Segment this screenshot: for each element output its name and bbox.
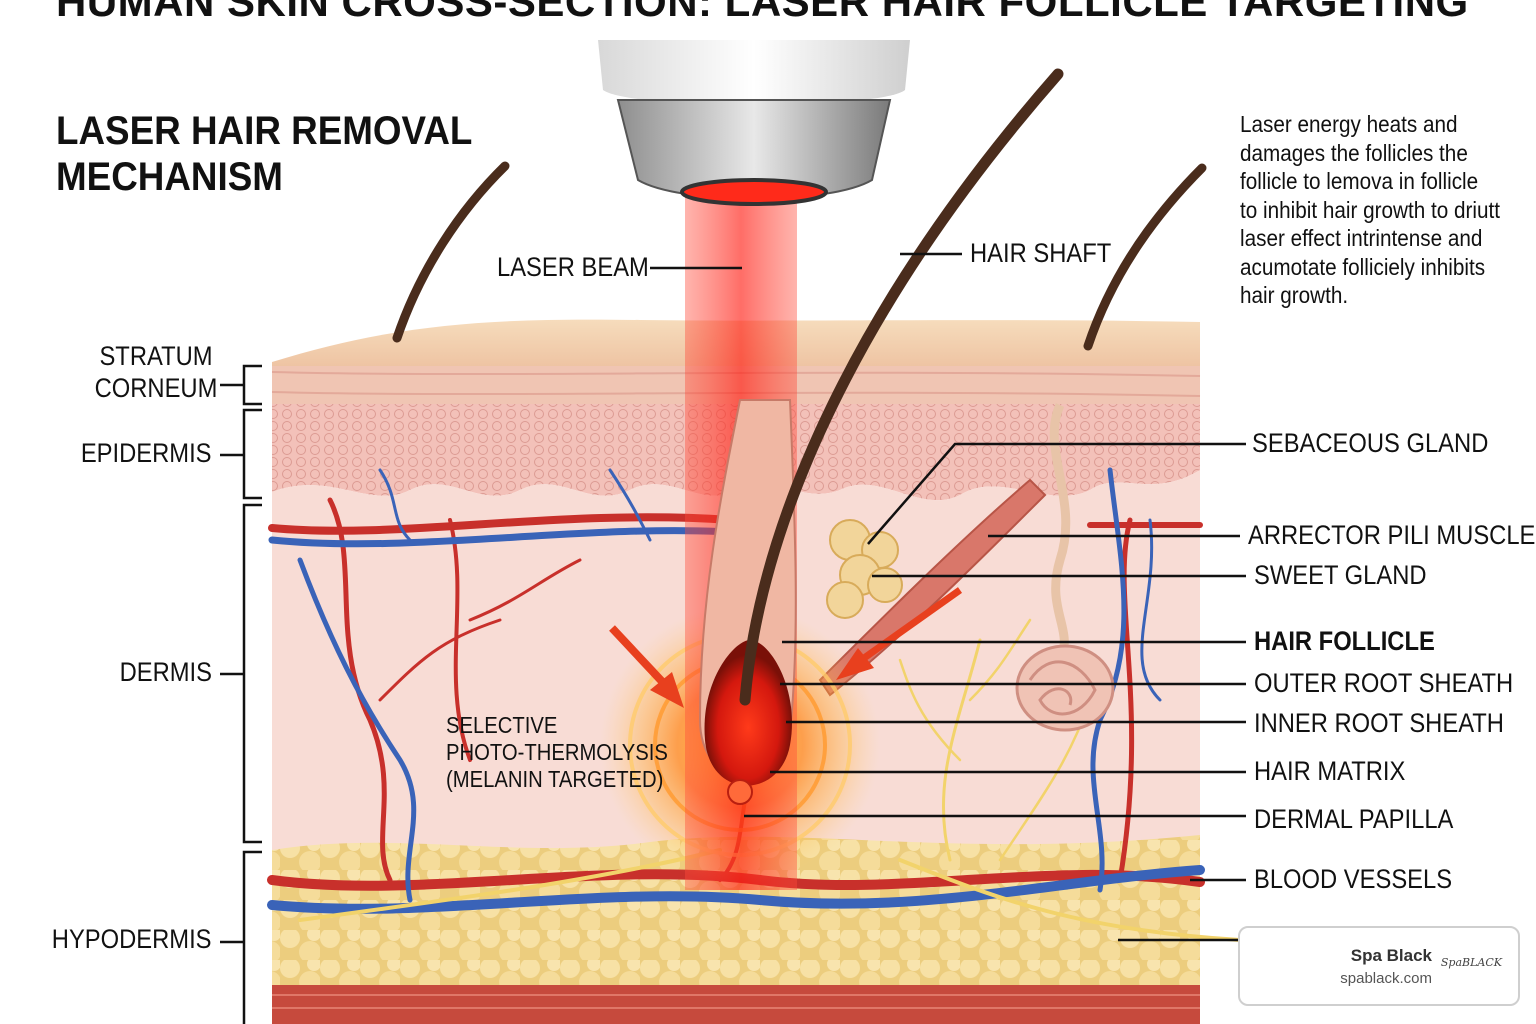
hair-matrix-label: HAIR MATRIX (1254, 756, 1406, 786)
stratum-corneum-label: STRATUM CORNEUM (94, 340, 218, 404)
page-title: HUMAN SKIN CROSS-SECTION: LASER HAIR FOL… (56, 0, 1469, 25)
subtitle-line: MECHANISM (56, 155, 283, 199)
hair-shaft-label: HAIR SHAFT (970, 238, 1112, 268)
thermolysis-line1: SELECTIVE (446, 712, 558, 738)
diagram-subtitle: LASER HAIR REMOVAL MECHANISM (56, 108, 472, 200)
dermis-label: DERMIS (119, 657, 212, 687)
arrector-pili-muscle-label: ARRECTOR PILI MUSCLE (1248, 520, 1536, 550)
stratum-corneum-line2: CORNEUM (94, 373, 218, 403)
sweet-gland-label: SWEET GLAND (1254, 560, 1427, 590)
hair-bulb (704, 640, 792, 786)
dermal-papilla-label: DERMAL PAPILLA (1254, 804, 1454, 834)
hypodermis-layer (272, 835, 1200, 985)
badge-name: Spa Black (1350, 946, 1432, 965)
right-hair (1083, 163, 1207, 351)
hypodermis-label: HYPODERMIS (52, 924, 212, 954)
hair-follicle-label: HAIR FOLLICLE (1254, 626, 1435, 656)
stratum-corneum-line1: STRATUM (99, 341, 213, 371)
thermolysis-line3: (MELANIN TARGETED) (446, 766, 664, 792)
selective-photothermolysis-label: SELECTIVE PHOTO-THERMOLYSIS (MELANIN TAR… (446, 712, 668, 793)
laser-beam-label: LASER BEAM (497, 252, 649, 282)
epidermis-label: EPIDERMIS (81, 438, 212, 468)
main-hair (739, 68, 1064, 706)
inner-root-sheath-label: INNER ROOT SHEATH (1254, 708, 1504, 738)
sweat-gland-coil (1015, 644, 1115, 732)
mechanism-description: Laser energy heats and damages the folli… (1240, 111, 1501, 308)
badge-url-link[interactable]: spablack.com (1340, 970, 1432, 987)
layer-brackets (220, 364, 262, 1024)
subtitle-line: LASER HAIR REMOVAL (56, 109, 473, 153)
leader-lines (650, 252, 1246, 942)
dermal-papilla-shape (727, 779, 753, 805)
left-hair (392, 161, 510, 343)
blood-vessels-label: BLOOD VESSELS (1254, 864, 1453, 894)
sebaceous-gland-label: SEBACEOUS GLAND (1252, 428, 1489, 458)
spa-black-logo-icon: SpaBLACK (1440, 956, 1502, 969)
laser-device (598, 40, 910, 206)
thermolysis-line2: PHOTO-THERMOLYSIS (446, 739, 668, 765)
spa-black-badge[interactable]: Spa Black spablack.com SpaBLACK (1238, 926, 1520, 1006)
outer-root-sheath-label: OUTER ROOT SHEATH (1254, 668, 1514, 698)
